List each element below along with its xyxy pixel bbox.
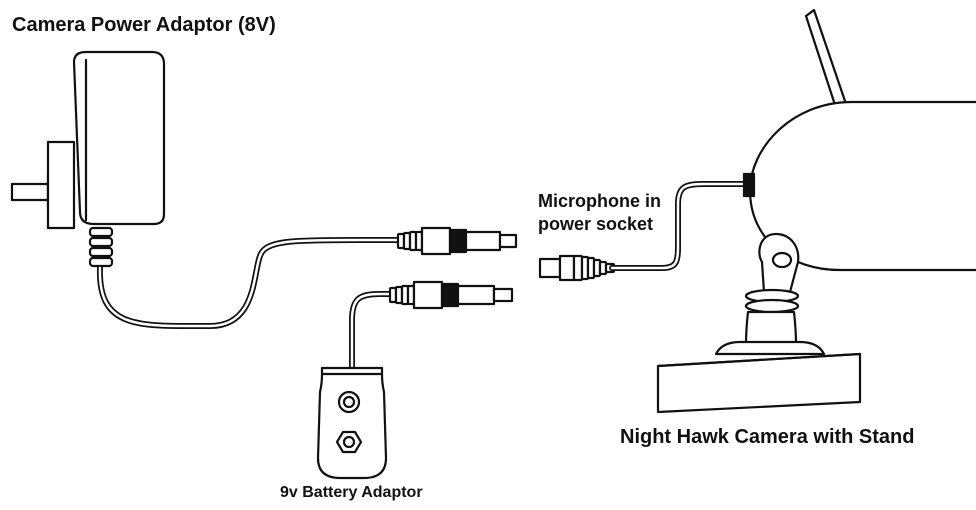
camera-icon [656,8,976,414]
microphone-label-line-1: Microphone in [538,191,661,211]
microphone-cable [609,181,751,271]
power-adaptor-icon [10,50,166,268]
battery-cable [349,291,395,375]
microphone-socket-label: Microphone in power socket [538,190,661,237]
battery-dc-plug-icon [388,280,514,310]
power-adaptor-label: Camera Power Adaptor (8V) [12,14,276,36]
camera-label: Night Hawk Camera with Stand [620,426,915,448]
battery-clip-icon [316,366,388,480]
adaptor-cable [96,237,403,330]
microphone-label-line-2: power socket [538,214,654,235]
battery-adaptor-label: 9v Battery Adaptor [280,484,423,501]
adaptor-dc-plug-icon [396,226,518,256]
microphone-socket-icon [538,254,616,282]
